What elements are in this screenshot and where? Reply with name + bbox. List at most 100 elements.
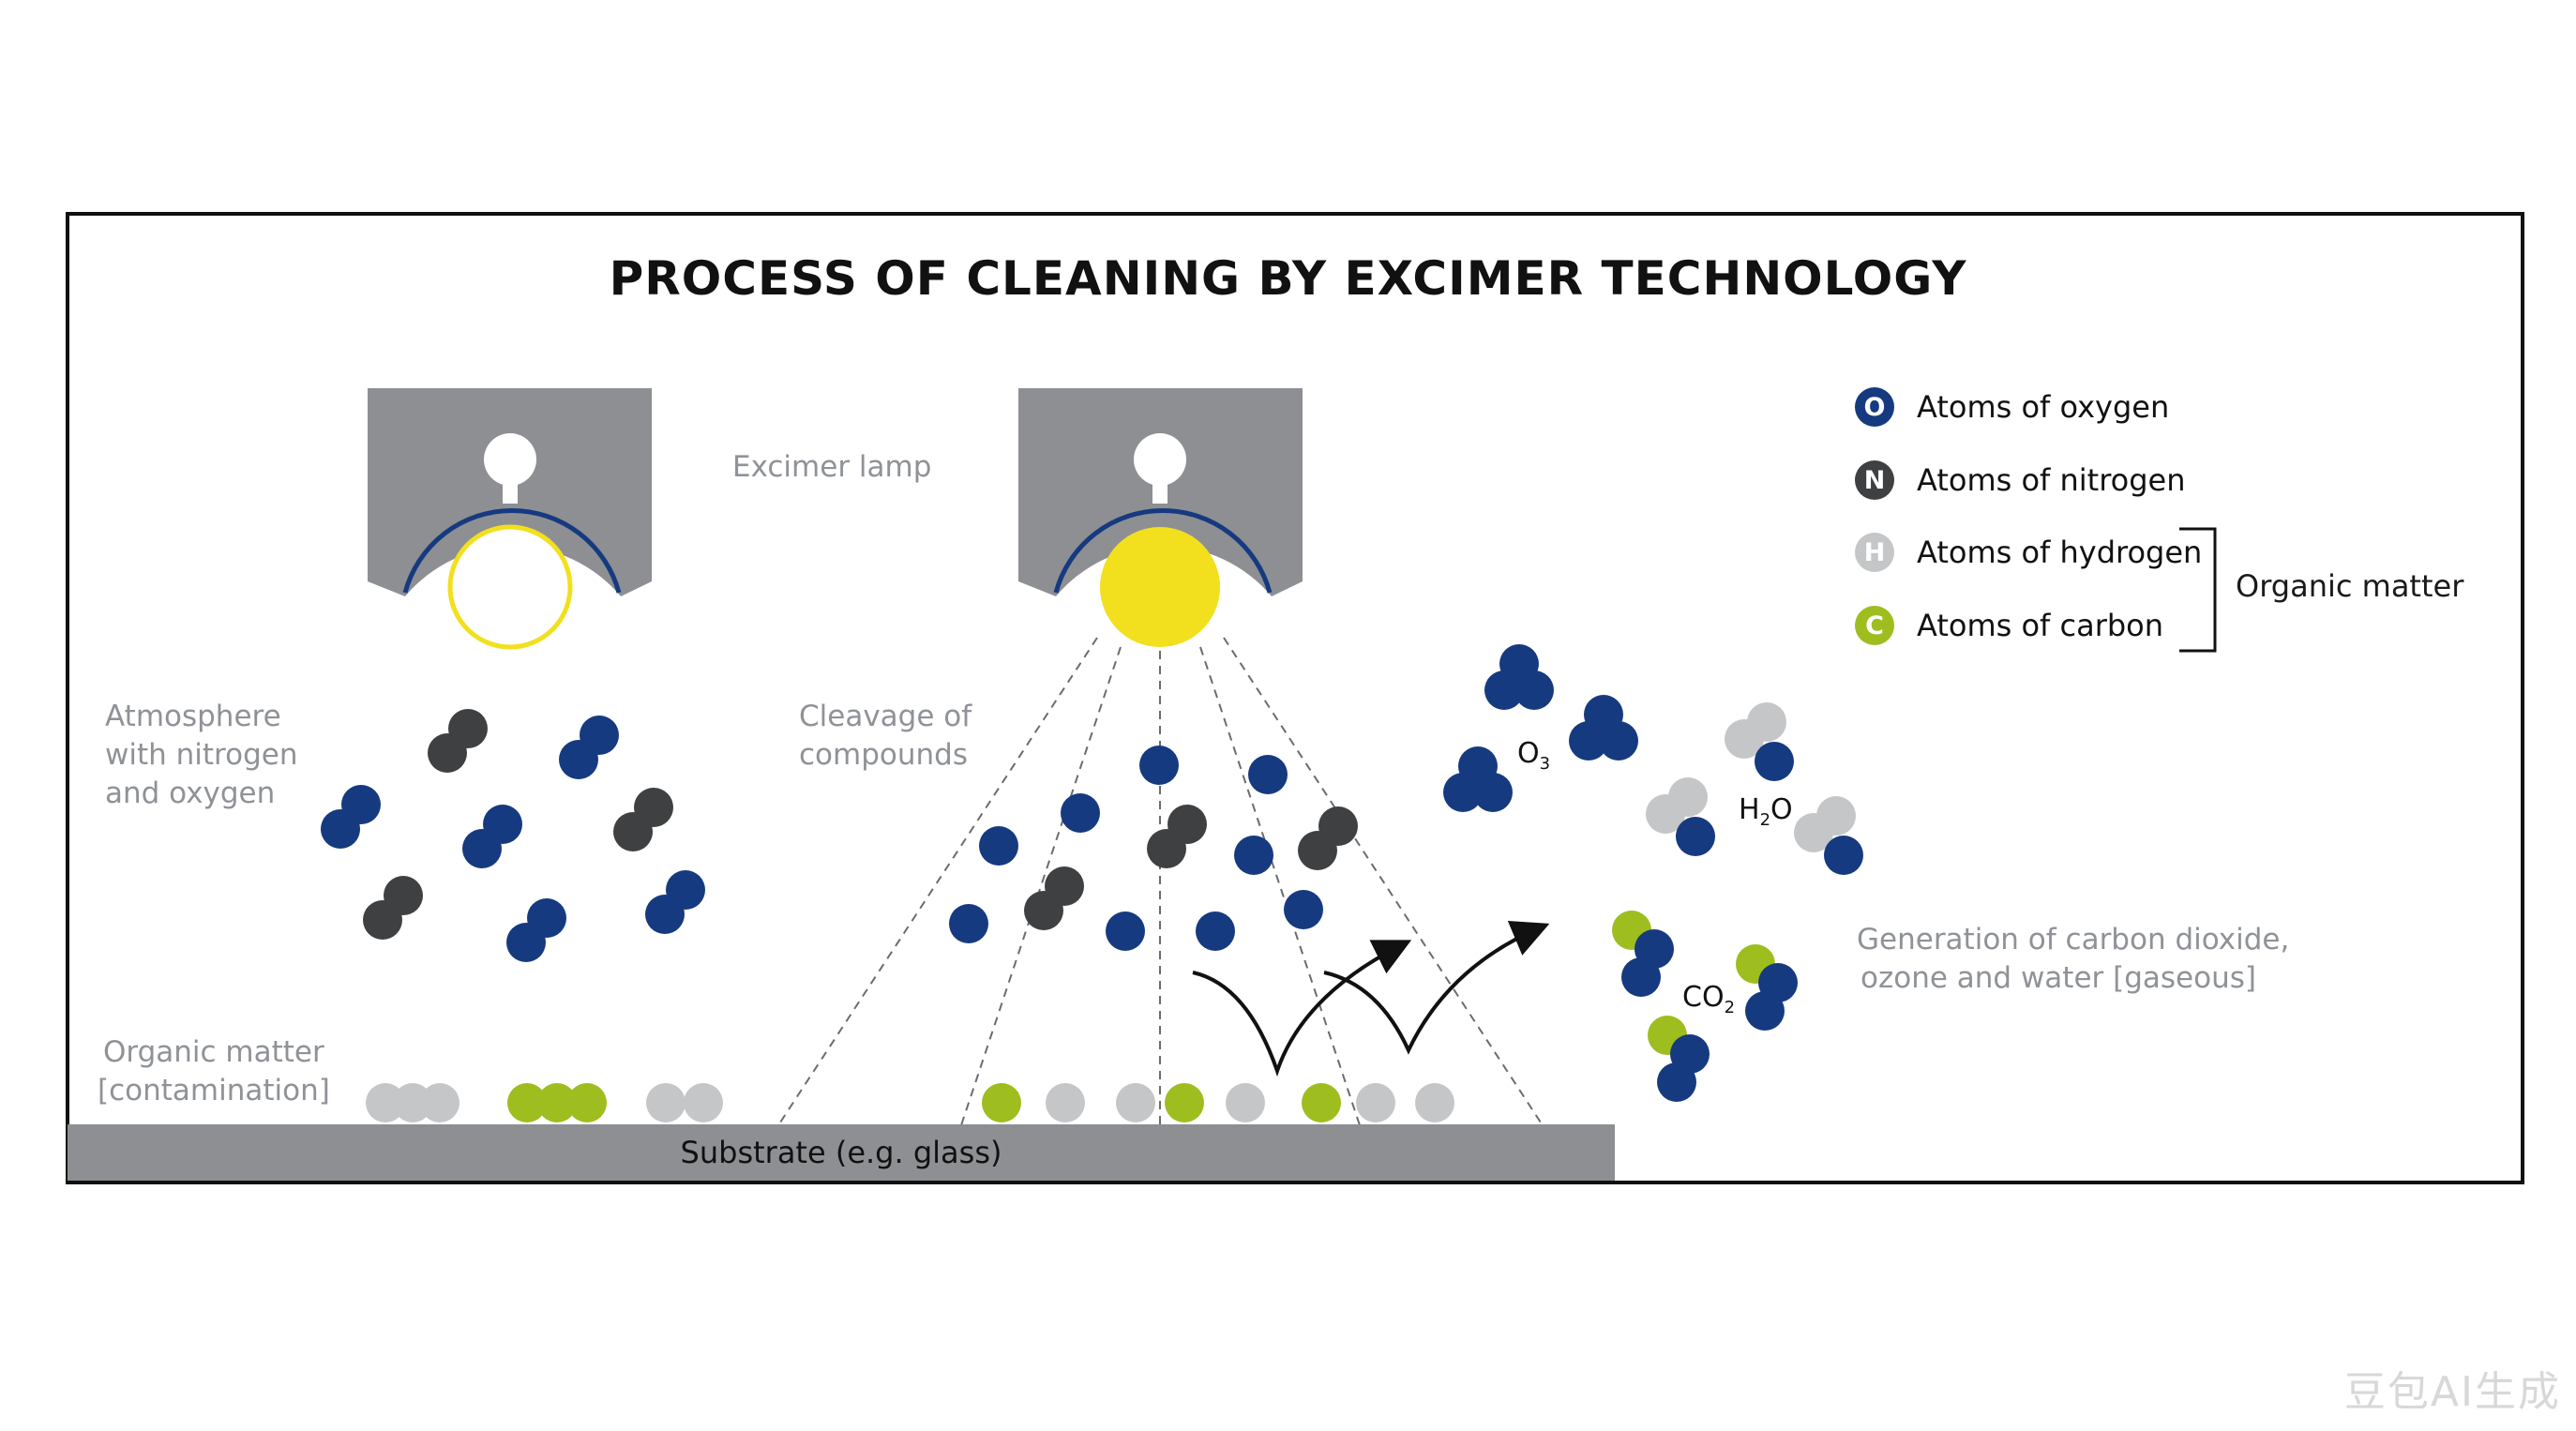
diagram-frame <box>66 212 2524 1184</box>
excimer-lamp-label: Excimer lamp <box>732 450 932 484</box>
water-base: H <box>1739 793 1760 826</box>
legend-label-oxygen: Atoms of oxygen <box>1917 389 2170 425</box>
organic-matter-label: Organic matter [contamination] <box>98 1033 330 1110</box>
nitrogen-molecule-atom <box>448 709 488 748</box>
oxygen-atom <box>1248 755 1288 794</box>
ozone-atom <box>1473 773 1513 812</box>
hydrogen-atom <box>1356 1083 1395 1122</box>
nitrogen-molecule-atom <box>1167 805 1207 844</box>
ozone-sub: 3 <box>1539 754 1551 774</box>
atmosphere-line-3: and oxygen <box>105 776 276 810</box>
oxygen-atom <box>1061 793 1100 833</box>
hydrogen-icon: H <box>1855 533 1894 572</box>
oxygen-atom <box>1234 836 1273 875</box>
generation-line-2: ozone and water [gaseous] <box>1860 961 2256 995</box>
carbon-icon: C <box>1855 606 1894 645</box>
atmosphere-line-1: Atmosphere <box>105 700 281 733</box>
carbon-atom <box>1302 1083 1341 1122</box>
cleavage-label: Cleavage of compounds <box>799 698 972 775</box>
hydrogen-atom <box>646 1083 685 1122</box>
atmosphere-label: Atmosphere with nitrogen and oxygen <box>105 698 297 813</box>
oxygen-atom <box>1284 890 1323 929</box>
co2-base: CO <box>1682 981 1725 1014</box>
hydrogen-atom <box>684 1083 723 1122</box>
water-hydrogen-atom <box>1668 777 1708 817</box>
water-formula: H2O <box>1739 793 1793 830</box>
oxygen-molecule-atom <box>527 898 566 938</box>
carbon-atom <box>537 1083 577 1122</box>
water-oxygen-atom <box>1824 836 1863 875</box>
carbon-atom <box>567 1083 607 1122</box>
legend-item-hydrogen: H Atoms of hydrogen <box>1855 531 2202 574</box>
excimer-lamp-off <box>368 388 652 650</box>
water-oxygen-atom <box>1755 742 1794 781</box>
ozone-formula: O3 <box>1517 737 1550 774</box>
generation-line-1: Generation of carbon dioxide, <box>1857 923 2290 957</box>
cleavage-line-1: Cleavage of <box>799 700 972 733</box>
substrate-label: Substrate (e.g. glass) <box>680 1135 1002 1170</box>
water-hydrogen-atom <box>1816 796 1856 836</box>
nitrogen-molecule-atom <box>1045 866 1084 906</box>
co2-sub: 2 <box>1724 998 1736 1017</box>
oxygen-icon: O <box>1855 387 1894 427</box>
release-arrows <box>1192 920 1550 1077</box>
co2-formula: CO2 <box>1682 981 1735 1017</box>
oxygen-atom <box>1196 911 1235 951</box>
co2-oxygen-atom <box>1745 991 1785 1031</box>
oxygen-atom <box>1139 746 1179 785</box>
legend-label-nitrogen: Atoms of nitrogen <box>1917 462 2186 498</box>
legend-group-label: Organic matter <box>2236 568 2464 604</box>
watermark: 豆包AI生成 <box>2343 1368 2561 1416</box>
hydrogen-atom <box>393 1083 432 1122</box>
hydrogen-atom <box>1046 1083 1085 1122</box>
legend-item-nitrogen: N Atoms of nitrogen <box>1855 459 2186 502</box>
oxygen-molecule-atom <box>483 805 522 844</box>
ozone-atom <box>1484 670 1524 710</box>
hydrogen-atom <box>420 1083 459 1122</box>
diagram-title: PROCESS OF CLEANING BY EXCIMER TECHNOLOG… <box>609 251 1967 306</box>
oxygen-atom <box>949 904 988 943</box>
nitrogen-molecule-atom <box>1318 806 1358 846</box>
ozone-atom <box>1569 721 1608 761</box>
organic-matter-line-2: [contamination] <box>98 1074 330 1107</box>
substrate-bar <box>68 1124 1615 1181</box>
oxygen-molecule-atom <box>580 716 619 755</box>
oxygen-molecule-atom <box>341 785 381 824</box>
ozone-atom <box>1599 721 1638 761</box>
co2-oxygen-atom <box>1621 957 1661 997</box>
ozone-base: O <box>1517 737 1540 770</box>
legend-item-carbon: C Atoms of carbon <box>1855 604 2163 647</box>
uv-rays <box>777 637 1544 1126</box>
carbon-atom <box>507 1083 547 1122</box>
water-hydrogen-atom <box>1747 702 1786 742</box>
atmosphere-line-2: with nitrogen <box>105 738 298 772</box>
atoms-layer <box>321 644 1863 1122</box>
hydrogen-atom <box>1116 1083 1155 1122</box>
oxygen-atom <box>1106 911 1145 951</box>
nitrogen-icon: N <box>1855 460 1894 500</box>
legend-item-oxygen: O Atoms of oxygen <box>1855 385 2169 429</box>
legend-label-carbon: Atoms of carbon <box>1917 608 2164 643</box>
nitrogen-molecule-atom <box>634 788 673 827</box>
oxygen-molecule-atom <box>666 870 705 910</box>
ozone-atom <box>1514 670 1554 710</box>
generation-label: Generation of carbon dioxide, ozone and … <box>1857 921 2289 998</box>
legend-label-hydrogen: Atoms of hydrogen <box>1917 535 2203 570</box>
excimer-lamp-on <box>1018 388 1303 647</box>
co2-oxygen-atom <box>1657 1062 1696 1102</box>
carbon-atom <box>982 1083 1021 1122</box>
cleavage-line-2: compounds <box>799 738 968 772</box>
hydrogen-atom <box>366 1083 405 1122</box>
hydrogen-atom <box>1415 1083 1454 1122</box>
carbon-atom <box>1165 1083 1204 1122</box>
hydrogen-atom <box>1226 1083 1265 1122</box>
oxygen-atom <box>979 826 1018 866</box>
ozone-atom <box>1443 773 1483 812</box>
legend-bracket <box>2179 527 2217 653</box>
organic-matter-line-1: Organic matter <box>103 1035 324 1069</box>
water-sub: 2 <box>1759 810 1771 830</box>
water-tail: O <box>1770 793 1793 826</box>
nitrogen-molecule-atom <box>384 876 423 915</box>
water-oxygen-atom <box>1676 817 1715 856</box>
